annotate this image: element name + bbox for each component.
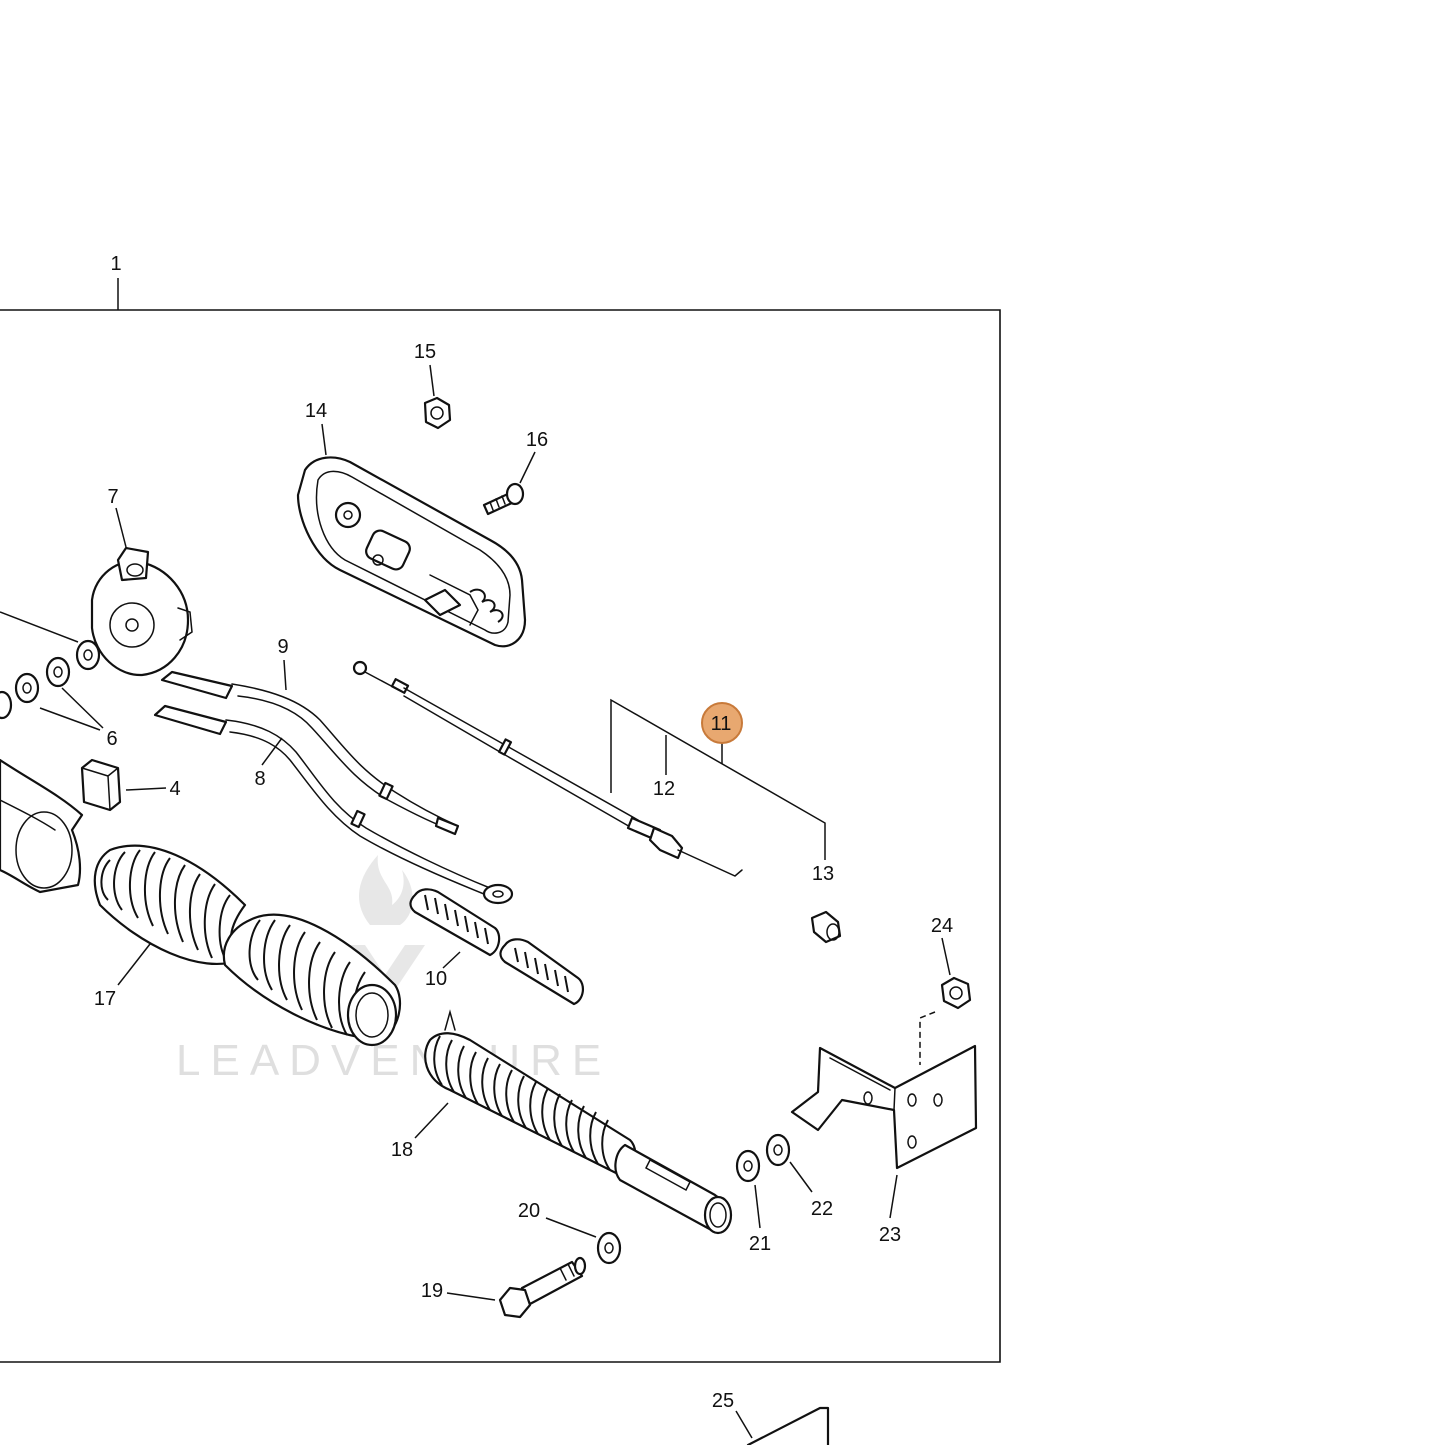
callout-11[interactable]: 11 xyxy=(711,713,732,735)
part-16-screw[interactable]: 16 xyxy=(482,429,548,516)
callout-6[interactable]: 6 xyxy=(106,728,117,750)
callout-19[interactable]: 19 xyxy=(421,1280,443,1302)
part-7-dial[interactable]: 7 xyxy=(90,486,193,677)
part-9-wire[interactable]: 9 xyxy=(160,636,460,836)
callout-18[interactable]: 18 xyxy=(391,1139,413,1161)
callout-8[interactable]: 8 xyxy=(254,768,265,790)
callout-15[interactable]: 15 xyxy=(414,341,436,363)
callout-9[interactable]: 9 xyxy=(277,636,288,658)
part-18-drive-shaft[interactable]: 18 xyxy=(391,1009,733,1235)
callout-24[interactable]: 24 xyxy=(931,915,953,937)
callout-21[interactable]: 21 xyxy=(749,1233,771,1255)
callout-11-group: 11 12 xyxy=(610,698,826,860)
part-19-bolt[interactable]: 19 xyxy=(421,1256,587,1319)
callout-11-highlight[interactable] xyxy=(701,702,743,744)
part-10-grips[interactable]: 10 xyxy=(409,888,584,1006)
callout-13[interactable]: 13 xyxy=(812,863,834,885)
part-8-wire[interactable]: 8 xyxy=(153,704,514,905)
part-12-cable[interactable] xyxy=(352,660,743,877)
part-17-corrugated-tube[interactable]: 17 xyxy=(93,844,402,1047)
callout-20[interactable]: 20 xyxy=(518,1200,540,1222)
callout-23[interactable]: 23 xyxy=(879,1224,901,1246)
callout-12[interactable]: 12 xyxy=(653,778,675,800)
part-14-housing[interactable]: 14 xyxy=(296,400,527,648)
callout-14[interactable]: 14 xyxy=(305,400,327,422)
part-21-washer[interactable]: 21 xyxy=(735,1149,771,1255)
part-25-plate[interactable]: 25 xyxy=(712,1390,830,1445)
callout-4[interactable]: 4 xyxy=(169,778,180,800)
callout-10[interactable]: 10 xyxy=(425,968,447,990)
shaft-housing xyxy=(0,758,84,894)
part-4-block[interactable]: 4 xyxy=(80,758,181,812)
assembly-frame: 1 xyxy=(0,253,1001,1363)
watermark-text: LEADVENTURE xyxy=(176,1036,611,1085)
part-22-washer[interactable]: 22 xyxy=(765,1133,833,1220)
part-20-washer[interactable]: 20 xyxy=(518,1200,622,1265)
part-23-bracket[interactable]: 23 xyxy=(790,1011,978,1246)
callout-16[interactable]: 16 xyxy=(526,429,548,451)
part-15-nut[interactable]: 15 xyxy=(414,341,452,430)
callout-1[interactable]: 1 xyxy=(110,253,121,275)
callout-25[interactable]: 25 xyxy=(712,1390,734,1412)
callout-7[interactable]: 7 xyxy=(107,486,118,508)
part-24-nut[interactable]: 24 xyxy=(931,915,972,1010)
part-13-ferrule[interactable]: 13 xyxy=(810,863,842,944)
callout-17[interactable]: 17 xyxy=(94,988,116,1010)
callout-22[interactable]: 22 xyxy=(811,1198,833,1220)
part-6-washers[interactable]: 6 xyxy=(0,611,118,750)
